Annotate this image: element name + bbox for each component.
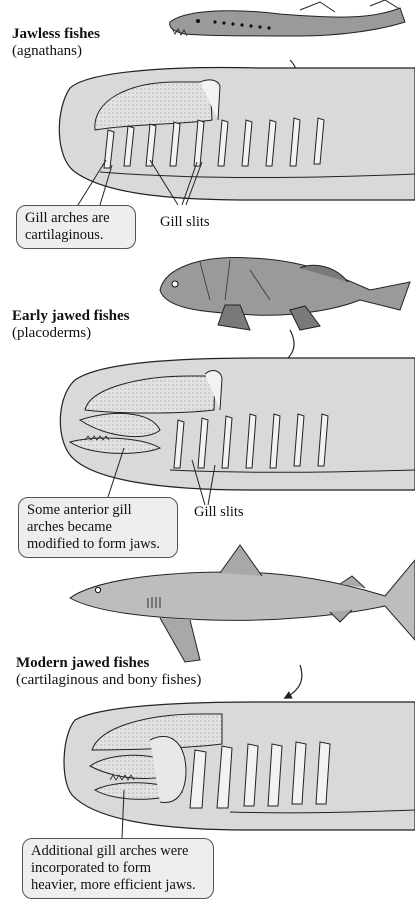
early-jawed-fishes-title: Early jawed fishes [12,308,130,325]
gill-slits-label-2: Gill slits [194,504,244,521]
gill-slits-label-1: Gill slits [160,214,210,231]
callout-line: arches became [27,519,169,536]
shark-illustration [70,545,415,662]
jawless-fishes-subtitle: (agnathans) [12,43,82,60]
placoderm-illustration [160,258,410,330]
modern-jawed-fishes-title: Modern jawed fishes [16,655,149,672]
arrow-3 [285,665,302,698]
placoderm-head-cutaway [60,358,415,490]
callout-line: heavier, more efficient jaws. [31,877,205,894]
callout-additional-gill-arches: Additional gill arches were incorporated… [22,838,214,899]
callout-anterior-gill-arches: Some anterior gill arches became modifie… [18,497,178,558]
callout-line: incorporated to form [31,860,205,877]
callout-line: Gill arches are [25,210,127,227]
jawless-head-cutaway [59,68,415,200]
lamprey-illustration [170,0,405,36]
callout-line: modified to form jaws. [27,536,169,553]
callout-gill-arches-cartilaginous: Gill arches are cartilaginous. [16,205,136,249]
modern-head-cutaway [64,702,415,830]
jawless-fishes-title: Jawless fishes [12,26,100,43]
callout-line: Some anterior gill [27,502,169,519]
callout-line: Additional gill arches were [31,843,205,860]
modern-jawed-fishes-subtitle: (cartilaginous and bony fishes) [16,672,201,689]
callout-line: cartilaginous. [25,227,127,244]
early-jawed-fishes-subtitle: (placoderms) [12,325,91,342]
